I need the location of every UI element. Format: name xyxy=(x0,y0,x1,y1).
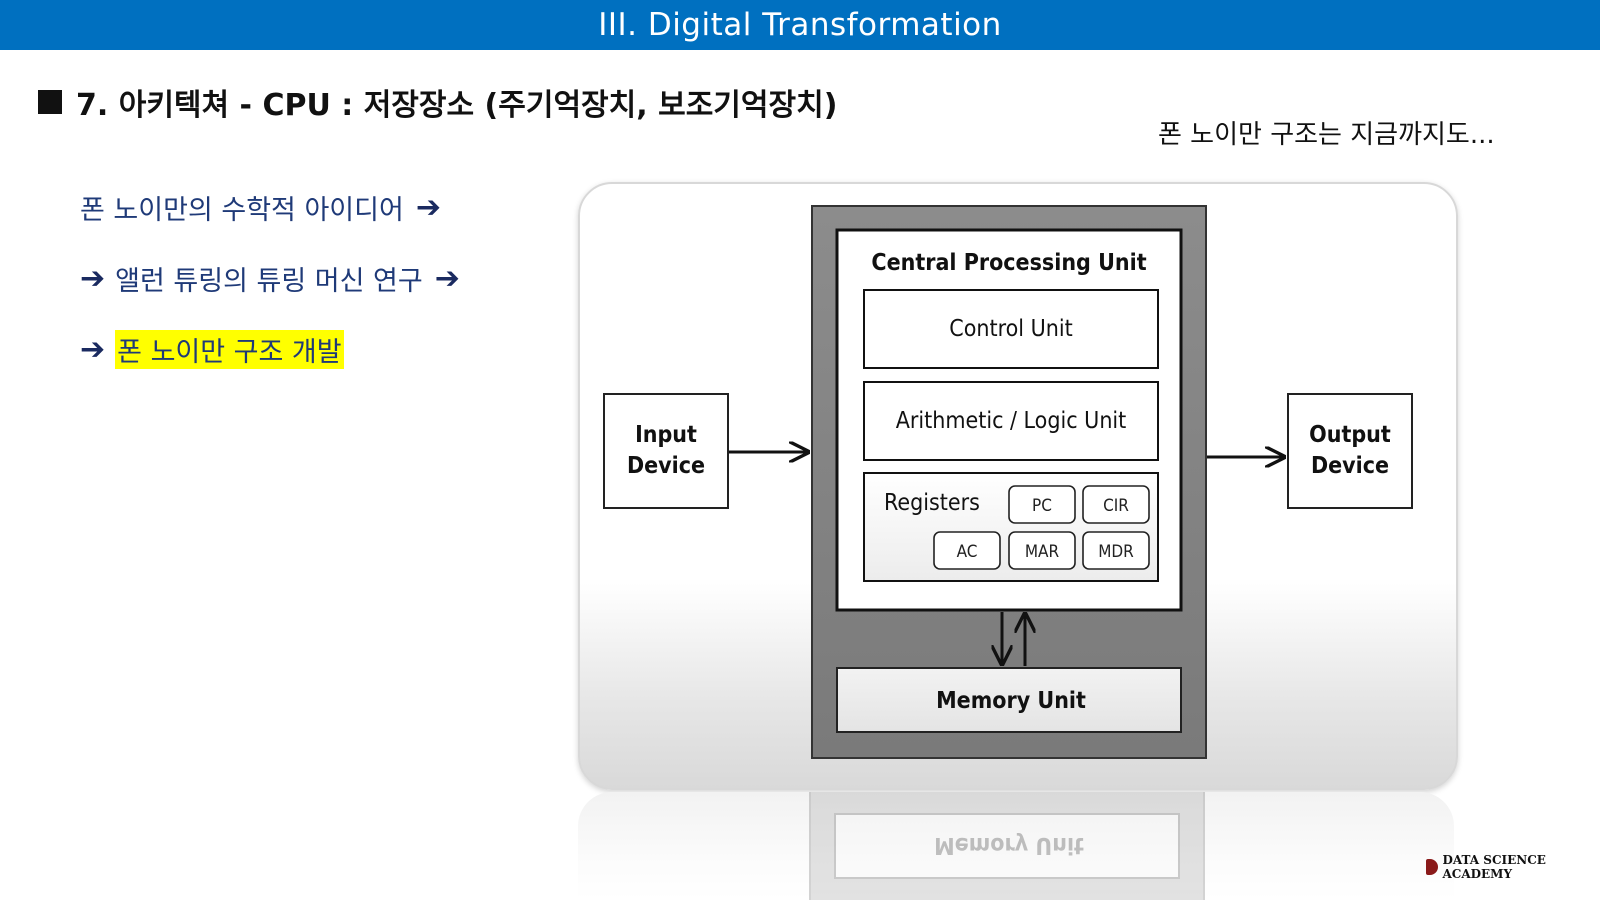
output-device-label-2: Device xyxy=(1311,453,1389,479)
step-2-text: 앨런 튜링의 튜링 머신 연구 xyxy=(115,266,423,297)
register-ac-label: AC xyxy=(957,542,978,562)
right-arrow-icon: ➔ xyxy=(434,261,460,296)
cpu-title: Central Processing Unit xyxy=(871,250,1146,276)
step-3: ➔ 폰 노이만 구조 개발 xyxy=(80,330,344,369)
control-unit-box xyxy=(863,289,1159,369)
header-bar: III. Digital Transformation xyxy=(0,0,1600,50)
memory-unit-reflection: Memory Unit xyxy=(934,832,1084,858)
academy-logo: DATA SCIENCE ACADEMY xyxy=(1426,853,1600,881)
side-note: 폰 노이만 구조는 지금까지도... xyxy=(1158,120,1495,150)
academy-logo-icon xyxy=(1426,859,1439,875)
register-cir-label: CIR xyxy=(1103,496,1129,516)
memory-unit-box xyxy=(836,667,1182,733)
alu-box xyxy=(863,381,1159,461)
register-mar xyxy=(1008,531,1076,570)
header-title: III. Digital Transformation xyxy=(598,7,1002,43)
step-2: ➔ 앨런 튜링의 튜링 머신 연구 ➔ xyxy=(80,259,460,298)
memory-unit-label: Memory Unit xyxy=(936,688,1086,714)
register-mdr-label: MDR xyxy=(1098,542,1134,562)
right-arrow-icon: ➔ xyxy=(80,261,106,296)
output-device-box xyxy=(1287,393,1413,509)
registers-label: Registers xyxy=(884,490,980,516)
right-arrow-icon: ➔ xyxy=(80,332,106,367)
register-ac xyxy=(933,531,1001,570)
register-mar-label: MAR xyxy=(1025,542,1060,562)
register-mdr xyxy=(1082,531,1150,570)
input-device-box xyxy=(603,393,729,509)
academy-logo-text: DATA SCIENCE ACADEMY xyxy=(1442,853,1546,881)
input-device-label-2: Device xyxy=(627,453,705,479)
output-device-label-1: Output xyxy=(1309,422,1391,448)
section-title-text: 7. 아키텍쳐 - CPU : 저장장소 (주기억장치, 보조기억장치) xyxy=(76,88,838,123)
diagram-frame: Central Processing Unit Control Unit Ari… xyxy=(578,182,1458,790)
square-bullet-icon xyxy=(38,90,62,114)
control-unit-label: Control Unit xyxy=(949,316,1072,342)
register-cir xyxy=(1082,485,1150,524)
input-device-label-1: Input xyxy=(635,422,697,448)
right-arrow-icon: ➔ xyxy=(415,190,441,225)
von-neumann-diagram: Central Processing Unit Control Unit Ari… xyxy=(603,205,1413,759)
step-1: 폰 노이만의 수학적 아이디어 ➔ xyxy=(80,188,441,227)
step-1-text: 폰 노이만의 수학적 아이디어 xyxy=(80,195,404,226)
step-3-text: 폰 노이만 구조 개발 xyxy=(115,330,344,369)
register-pc-label: PC xyxy=(1032,496,1052,516)
register-pc xyxy=(1008,485,1076,524)
alu-label: Arithmetic / Logic Unit xyxy=(896,408,1127,434)
section-title: 7. 아키텍쳐 - CPU : 저장장소 (주기억장치, 보조기억장치) xyxy=(38,80,837,124)
diagram-reflection: Memory Unit xyxy=(578,792,1454,900)
